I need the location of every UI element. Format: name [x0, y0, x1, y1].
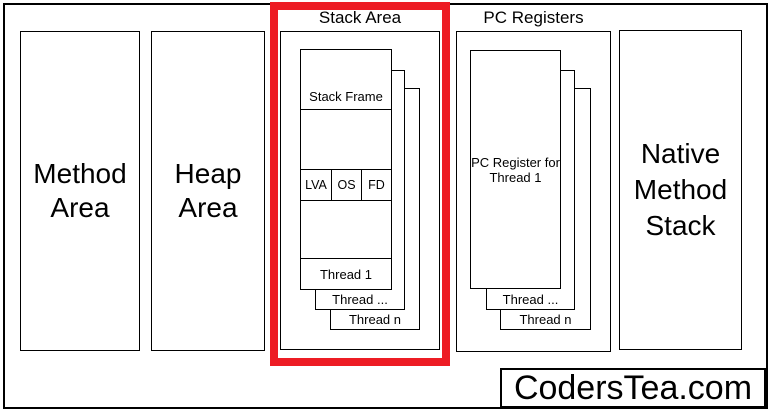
stack-thread-1-box: Stack Frame LVA OS FD Thread 1	[300, 49, 392, 290]
stack-thread-1-label: Thread 1	[319, 266, 373, 282]
stack-thread-1-section: Thread 1	[301, 259, 391, 289]
stack-area-highlight-rectangle	[270, 2, 450, 366]
watermark-box: CodersTea.com	[500, 368, 766, 408]
heap-area-label: Heap Area	[174, 158, 242, 223]
method-area-box: Method Area	[20, 31, 140, 351]
method-area-label: Method Area	[33, 158, 127, 223]
pc-thread-dots-label: Thread ...	[502, 291, 559, 307]
stack-frame-label: Stack Frame	[309, 89, 383, 104]
stack-thread-n-label: Thread n	[348, 311, 402, 327]
heap-area-box: Heap Area	[151, 31, 265, 351]
native-method-stack-label: Native Method Stack	[633, 138, 728, 241]
watermark-label: CodersTea.com	[513, 368, 753, 407]
stack-frame-empty-section	[301, 110, 391, 170]
stack-frame-section: Stack Frame	[301, 50, 391, 110]
pc-register-thread-1-box: PC Register for Thread 1	[470, 50, 561, 289]
native-method-stack-box: Native Method Stack	[619, 30, 742, 350]
os-cell: OS	[332, 170, 362, 200]
stack-thread-dots-label: Thread ...	[332, 291, 388, 307]
stack-frame-parts-row: LVA OS FD	[301, 170, 391, 201]
pc-registers-title: PC Registers	[483, 8, 584, 27]
lva-cell: LVA	[301, 170, 332, 200]
pc-thread-n-label: Thread n	[519, 311, 572, 327]
stack-area-title: Stack Area	[318, 8, 402, 27]
fd-cell: FD	[368, 178, 385, 192]
stack-lower-empty-section	[301, 201, 391, 259]
pc-register-thread-1-label: PC Register for Thread 1	[471, 154, 560, 185]
